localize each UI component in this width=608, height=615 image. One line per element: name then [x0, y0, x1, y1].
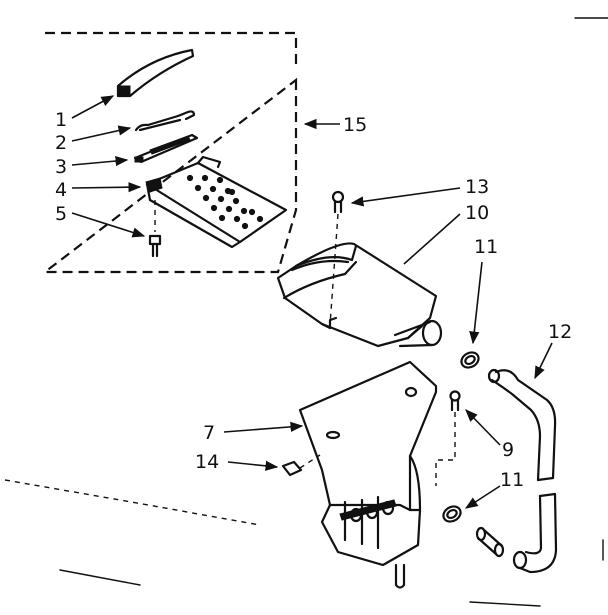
callout-11-lower: 11 — [500, 469, 524, 491]
callout-5: 5 — [55, 203, 67, 225]
callout-15: 15 — [343, 114, 367, 136]
callout-2: 2 — [55, 132, 67, 154]
callout-12: 12 — [548, 321, 572, 343]
part-3-bracket — [133, 133, 199, 164]
scan-marks — [4, 17, 608, 607]
connector-tube — [475, 526, 505, 558]
tray-holes — [186, 174, 264, 230]
part-14-clip — [281, 454, 321, 477]
callout-11-upper: 11 — [474, 236, 498, 258]
callout-14: 14 — [195, 451, 219, 473]
callout-3: 3 — [55, 156, 67, 178]
callout-7: 7 — [203, 422, 215, 444]
part-11-clamp-upper — [460, 351, 480, 369]
part-5-screw — [148, 200, 162, 258]
callout-4: 4 — [55, 179, 67, 201]
part-10-dispenser-housing — [276, 242, 443, 348]
part-13-screw — [329, 190, 345, 326]
part-12-hose — [487, 368, 558, 574]
kit-group-outline — [41, 31, 298, 274]
part-4-tray — [145, 155, 288, 249]
callout-13: 13 — [465, 176, 489, 198]
leader-lines — [71, 95, 553, 509]
callout-labels: 1 2 3 4 5 15 13 10 11 12 7 14 9 11 — [55, 109, 572, 491]
callout-10: 10 — [465, 202, 489, 224]
callout-1: 1 — [55, 109, 67, 131]
part-1-cover — [116, 48, 195, 98]
part-9-screw — [435, 390, 461, 486]
part-7-bracket — [298, 360, 438, 589]
part-11-clamp-lower — [442, 505, 462, 523]
part-2-clip — [134, 110, 196, 132]
callout-9: 9 — [502, 439, 514, 461]
